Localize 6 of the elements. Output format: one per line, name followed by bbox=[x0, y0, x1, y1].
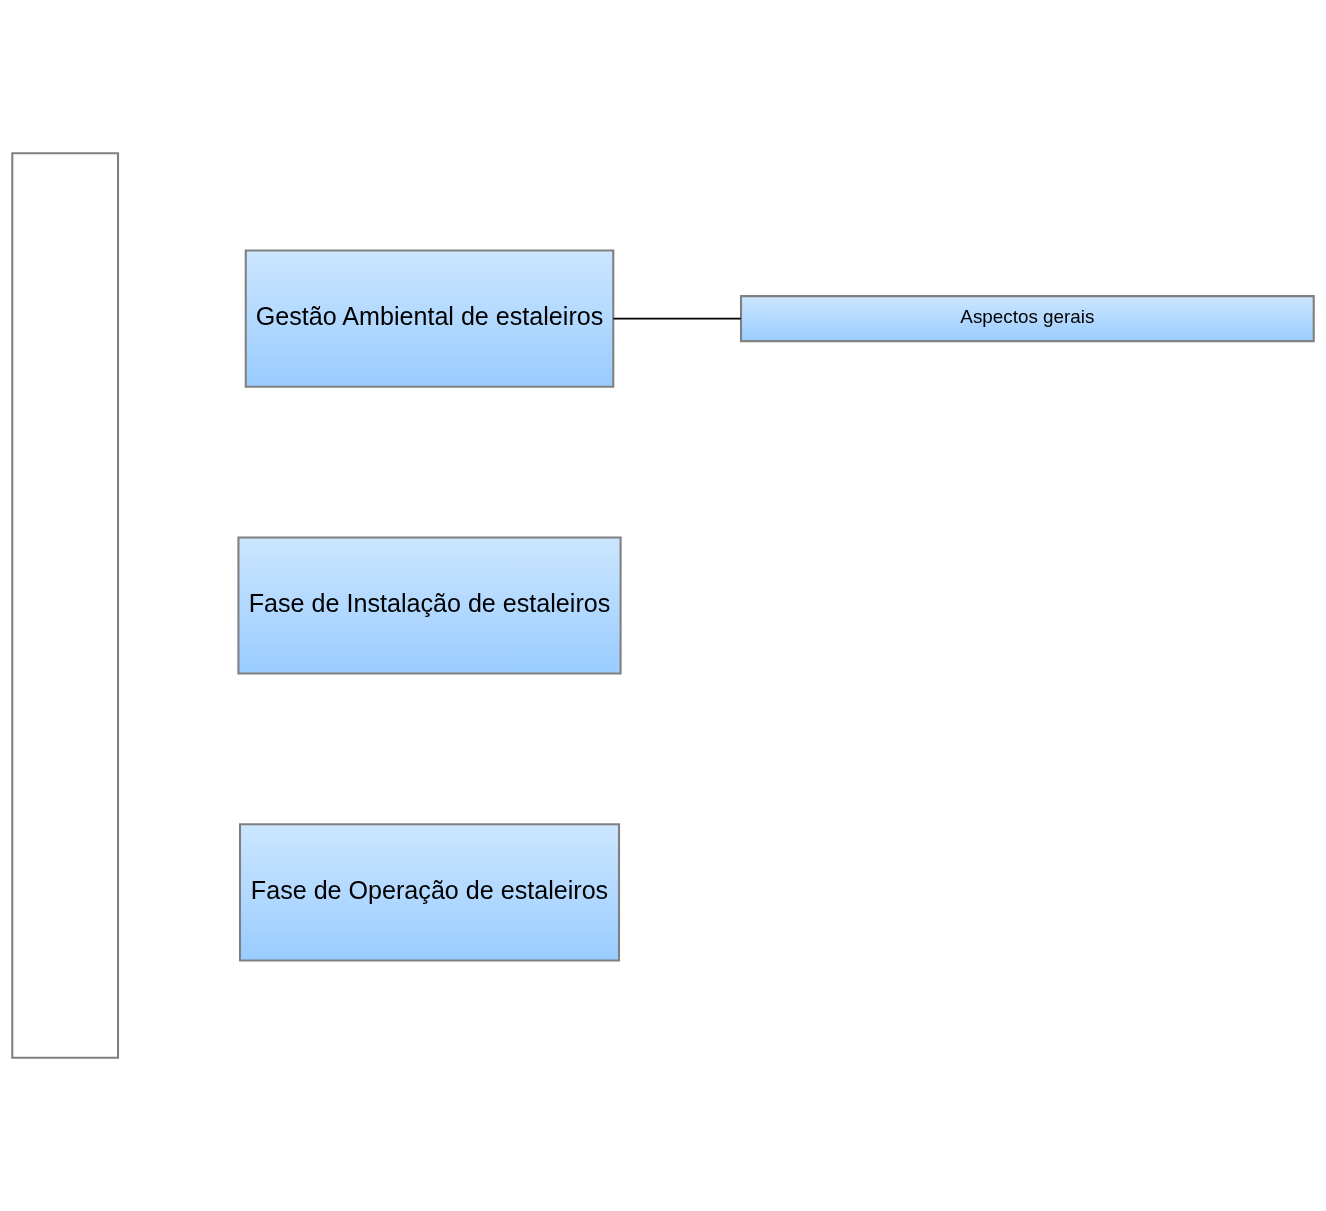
node-box: Fase de Instalação de estaleiros bbox=[237, 536, 622, 675]
connector bbox=[612, 317, 742, 320]
node-box: Gestão Ambiental de estaleiros bbox=[244, 249, 615, 388]
node-box: Fase de Operação de estaleiros bbox=[238, 823, 621, 962]
node-box: Aspectos gerais bbox=[739, 295, 1315, 343]
node-bar bbox=[11, 152, 120, 1059]
